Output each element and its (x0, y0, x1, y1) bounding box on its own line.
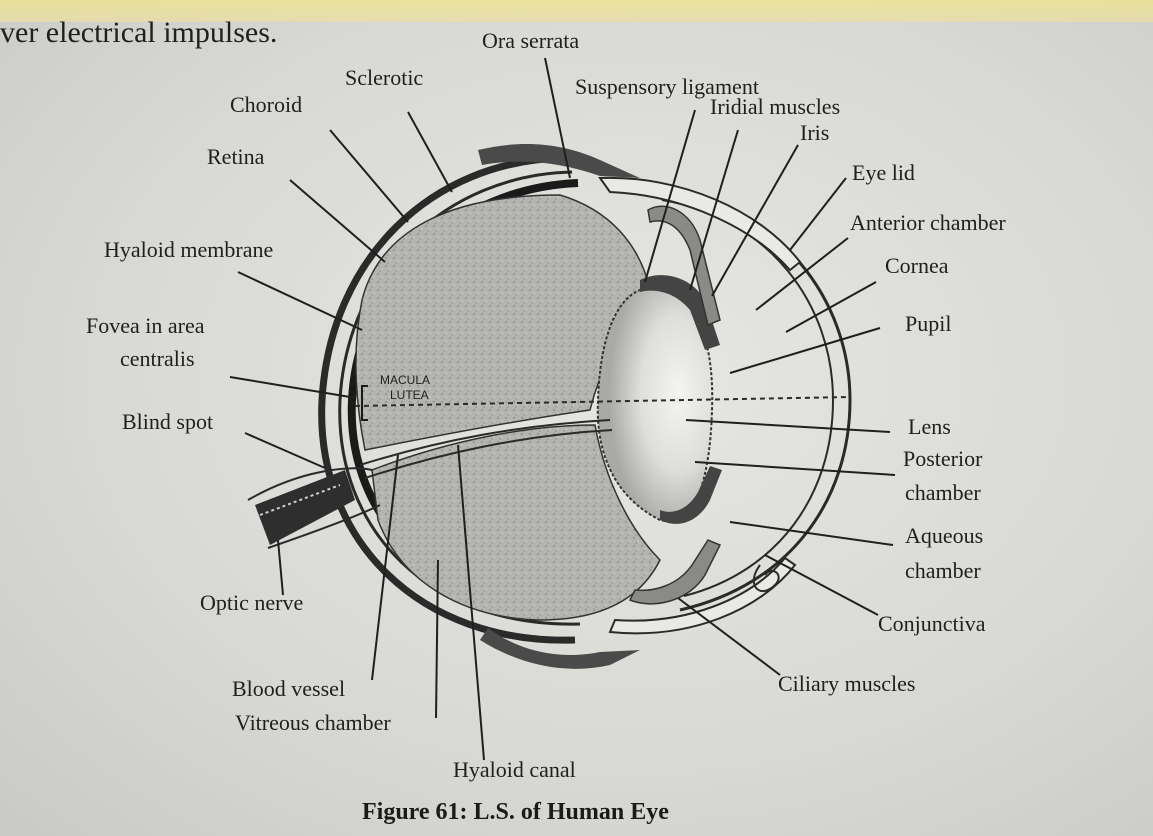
label-blood-vessel: Blood vessel (232, 676, 345, 701)
label-posterior-1: Posterior (903, 446, 983, 471)
label-conjunctiva: Conjunctiva (878, 611, 986, 636)
lead-conjunctiva (765, 555, 878, 615)
label-aqueous-1: Aqueous (905, 523, 983, 548)
lead-retina (290, 180, 385, 262)
label-hyaloid-canal: Hyaloid canal (453, 757, 576, 782)
label-pupil: Pupil (905, 311, 951, 336)
lead-fovea (230, 377, 356, 398)
label-vitreous-chamber: Vitreous chamber (235, 710, 391, 735)
lead-sclerotic (408, 112, 452, 192)
macula-label-2: LUTEA (390, 388, 429, 402)
lead-lens (686, 420, 890, 432)
lead-posterior (695, 462, 895, 475)
label-blind-spot: Blind spot (122, 409, 213, 434)
lead-eye-lid (790, 178, 846, 250)
top-text: ver electrical impulses. (0, 16, 277, 49)
label-aqueous-2: chamber (905, 558, 981, 583)
label-posterior-2: chamber (905, 480, 981, 505)
label-choroid: Choroid (230, 92, 302, 117)
lead-blind-spot (245, 433, 325, 468)
label-iridial-muscles: Iridial muscles (710, 94, 840, 119)
label-optic-nerve: Optic nerve (200, 590, 303, 615)
label-retina: Retina (207, 144, 265, 169)
label-fovea-1: Fovea in area (86, 313, 205, 338)
figure-caption: Figure 61: L.S. of Human Eye (362, 799, 669, 825)
label-anterior-chamber: Anterior chamber (850, 210, 1006, 235)
label-ciliary-muscles: Ciliary muscles (778, 671, 915, 696)
label-cornea: Cornea (885, 253, 949, 278)
label-lens: Lens (908, 414, 951, 439)
lead-optic-nerve (278, 540, 283, 595)
lead-pupil (730, 328, 880, 373)
lens-body (598, 289, 712, 522)
lead-cornea (786, 282, 876, 332)
optic-nerve (255, 470, 355, 545)
label-ora-serrata: Ora serrata (482, 28, 579, 53)
label-fovea-2: centralis (120, 346, 195, 371)
label-hyaloid-membrane: Hyaloid membrane (104, 237, 273, 262)
macula-label-1: MACULA (380, 373, 430, 387)
label-iris: Iris (800, 120, 829, 145)
lead-choroid (330, 130, 408, 222)
label-sclerotic: Sclerotic (345, 65, 423, 90)
label-eye-lid: Eye lid (852, 160, 915, 185)
